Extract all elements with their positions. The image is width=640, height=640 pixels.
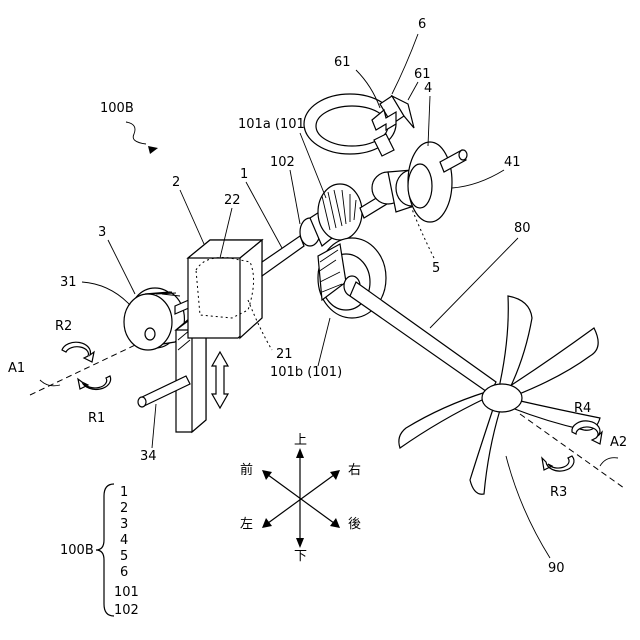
axis-a1-label: A1 <box>8 361 25 376</box>
ring-6 <box>304 94 414 156</box>
rack-label: 34 <box>140 449 157 464</box>
gear-b-label: 101b (101) <box>270 365 342 380</box>
disc-cover-leader <box>452 170 504 188</box>
direction-left: 左 <box>240 517 253 532</box>
rotation-arrow-r2 <box>62 342 94 362</box>
direction-front: 前 <box>240 462 253 478</box>
legend-item: 3 <box>120 517 128 532</box>
legend-item: 1 <box>120 485 128 500</box>
wheel-leader <box>108 240 135 294</box>
disc-label: 4 <box>424 81 432 96</box>
gear-b-leader <box>318 318 330 366</box>
disc-4 <box>360 142 467 222</box>
ring-part-left-label: 61 <box>334 55 351 70</box>
rotation-arrow-r4 <box>572 421 602 444</box>
wheel-3 <box>124 288 184 350</box>
disc-leader <box>428 96 430 146</box>
shaft-label: 1 <box>240 167 248 182</box>
rotation-r4-label: R4 <box>574 401 591 416</box>
axis-a2-label: A2 <box>610 435 627 450</box>
housing-leader <box>180 190 204 244</box>
rotation-r3-label: R3 <box>550 485 567 500</box>
legend-item: 4 <box>120 533 128 548</box>
rack-motion-arrow <box>212 352 228 408</box>
propeller-label: 90 <box>548 561 565 576</box>
housing-2 <box>188 240 262 338</box>
shaft-leader <box>246 182 282 248</box>
inner-part-label: 5 <box>432 261 440 276</box>
motor-internal-label: 21 <box>276 347 293 362</box>
wheel-face-leader <box>82 282 130 305</box>
direction-down: 下 <box>294 549 307 564</box>
propeller-leader <box>506 456 550 558</box>
legend-item: 102 <box>114 603 139 618</box>
gear-a-label: 101a (101) <box>238 117 310 132</box>
legend-list: 1 2 3 4 5 6 101 102 <box>114 485 139 618</box>
legend-item: 5 <box>120 549 128 564</box>
direction-up: 上 <box>294 433 307 448</box>
shaft-1 <box>262 236 304 276</box>
gear-101a <box>300 184 362 246</box>
ring-leader <box>392 34 418 94</box>
motor-cover-label: 22 <box>224 193 241 208</box>
wheel-label: 3 <box>98 225 106 240</box>
rod-leader <box>430 238 518 328</box>
wheel-face-label: 31 <box>60 275 77 290</box>
rotation-r2-label: R2 <box>55 319 72 334</box>
rotation-arrow-r3 <box>542 456 574 471</box>
rod-label: 80 <box>514 221 531 236</box>
assembly-label: 100B <box>100 101 134 116</box>
legend-item: 6 <box>120 565 128 580</box>
axis-a1 <box>30 338 150 395</box>
rotation-arrow-r1 <box>78 376 111 389</box>
ring-part-right-label: 61 <box>414 67 431 82</box>
rack-leader <box>152 404 156 448</box>
housing-label: 2 <box>172 175 180 190</box>
legend-item: 2 <box>120 501 128 516</box>
direction-back: 後 <box>348 517 361 532</box>
rotation-r1-label: R1 <box>88 411 105 426</box>
direction-right: 右 <box>348 463 361 478</box>
assembly-arrow <box>126 122 158 154</box>
gear-102-leader <box>290 170 300 224</box>
legend-title: 100B <box>60 543 94 558</box>
disc-cover-label: 41 <box>504 155 521 170</box>
legend-item: 101 <box>114 585 139 600</box>
gear-102-label: 102 <box>270 155 295 170</box>
rod-80 <box>350 282 496 394</box>
ring-part-right-leader <box>408 82 418 100</box>
legend-brace <box>96 484 114 616</box>
ring-label: 6 <box>418 17 426 32</box>
direction-compass <box>262 448 340 548</box>
